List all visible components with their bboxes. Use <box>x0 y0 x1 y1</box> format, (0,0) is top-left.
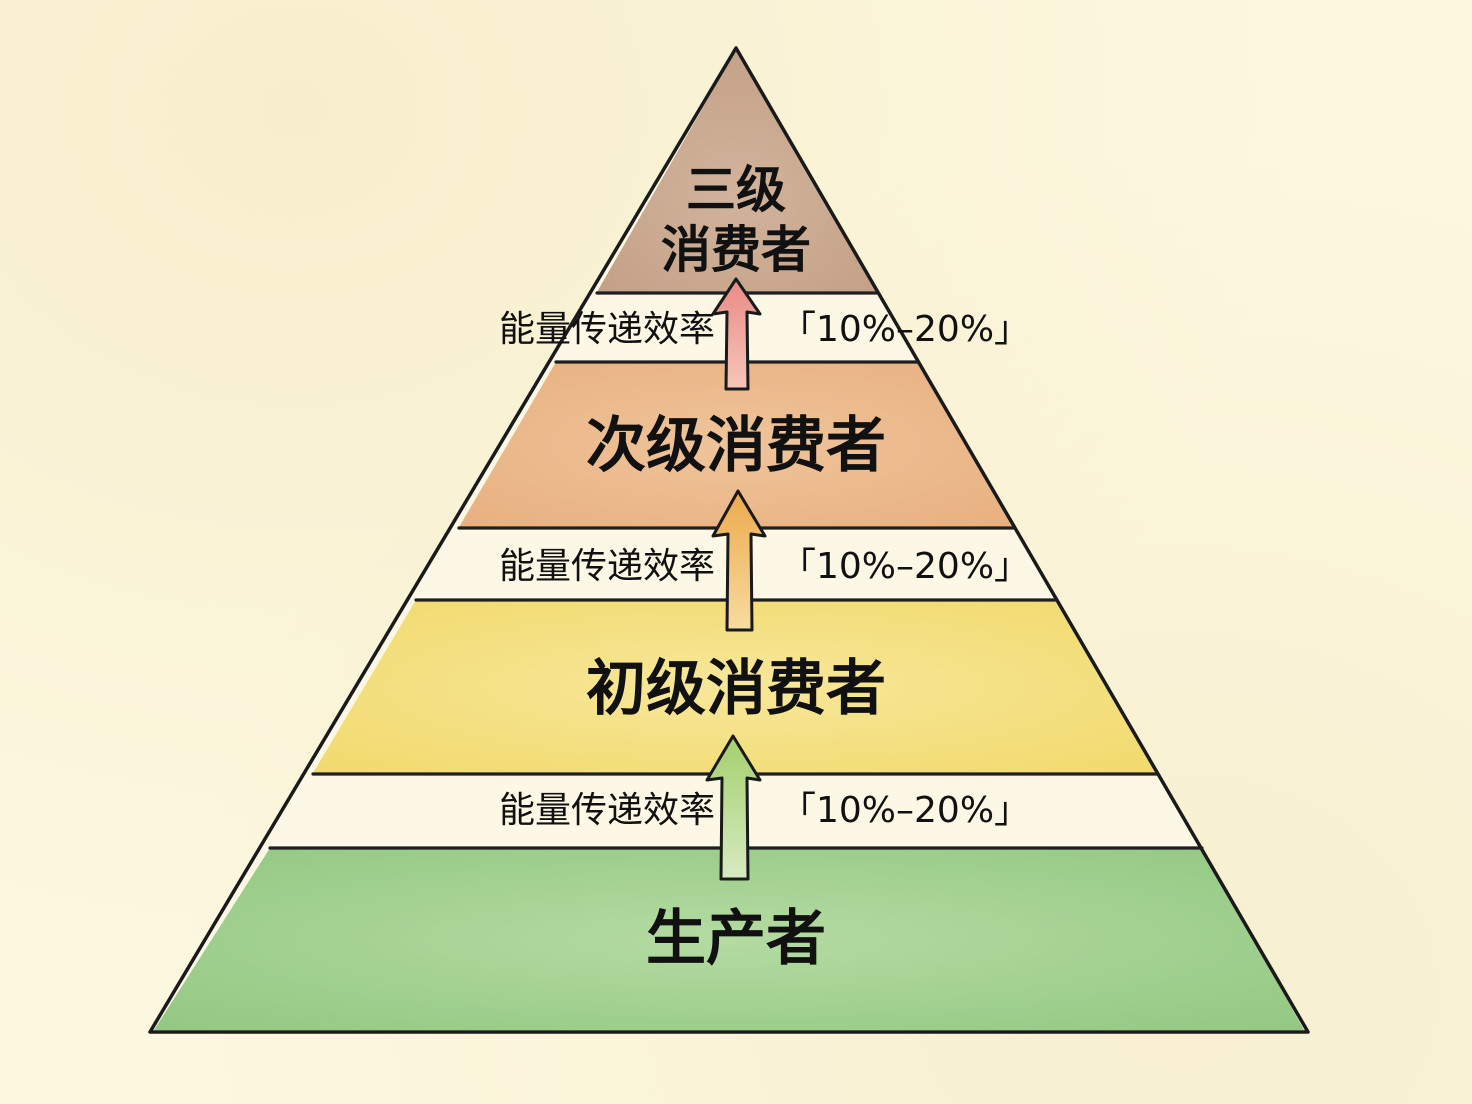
arrow-up-icon <box>705 734 762 881</box>
transfer-label: 能量传递效率 <box>498 790 715 831</box>
arrow-up-icon <box>711 489 767 632</box>
tier-primary-label: 初级消费者 <box>586 654 886 724</box>
transfer-label: 能量传递效率 <box>498 546 715 587</box>
transfer-label: 能量传递效率 <box>498 309 715 350</box>
tier-secondary-label: 次级消费者 <box>586 411 886 481</box>
transfer-value: 「10%–20%」 <box>780 546 1031 587</box>
transfer-value: 「10%–20%」 <box>780 790 1031 831</box>
tier-primary-fill <box>313 600 1157 773</box>
transfer-value: 「10%–20%」 <box>780 309 1031 350</box>
tier-secondary-fill <box>459 362 1013 527</box>
tier-tertiary-fill <box>597 50 878 292</box>
tier-tertiary-line2: 消费者 <box>661 221 811 279</box>
tier-producers-fill <box>154 848 1304 1030</box>
tier-tertiary-label: 三级 消费者 <box>636 160 836 280</box>
pyramid-outline <box>148 46 1310 1034</box>
arrow-up-icon <box>711 277 762 391</box>
tier-producers-label: 生产者 <box>646 904 826 974</box>
tier-tertiary-line1: 三级 <box>686 161 786 219</box>
